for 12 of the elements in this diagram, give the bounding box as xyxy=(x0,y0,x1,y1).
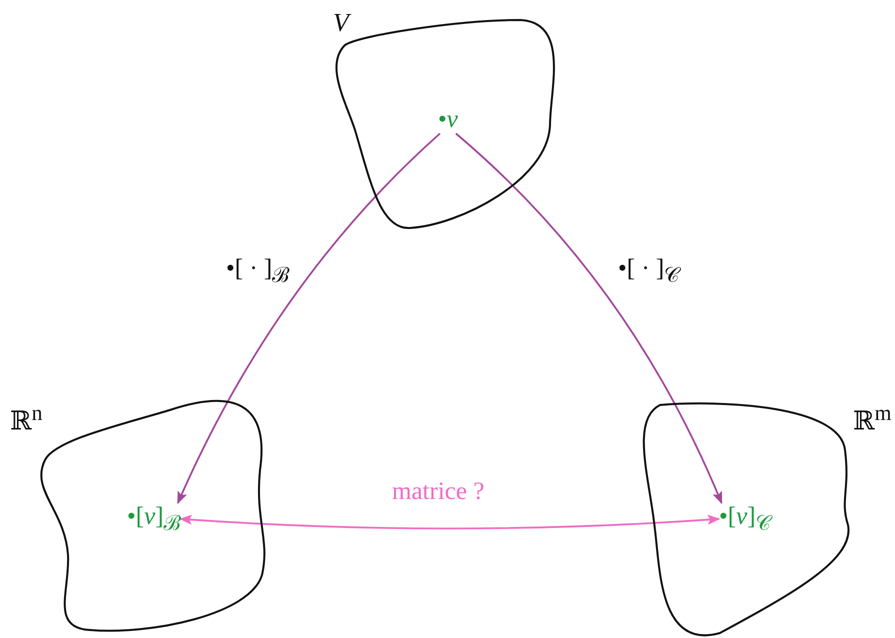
point-label: •[v]$_{ℬ}$ xyxy=(127,503,181,535)
set-label: ℝ$^{m}$ xyxy=(853,403,892,435)
edge-label: •[ · ]$_{𝒞}$ xyxy=(618,255,680,287)
point-label: •[v]$_{𝒞}$ xyxy=(719,503,771,535)
arrow xyxy=(177,132,441,504)
edge-label: •[ · ]$_{ℬ}$ xyxy=(226,255,290,287)
arrow xyxy=(455,132,722,504)
point-label: •v xyxy=(438,106,458,134)
set-label: ℝ$^{n}$ xyxy=(10,403,42,435)
arrow xyxy=(179,514,720,530)
edge-label: matrice ? xyxy=(392,478,484,506)
set-label: V xyxy=(333,10,349,36)
